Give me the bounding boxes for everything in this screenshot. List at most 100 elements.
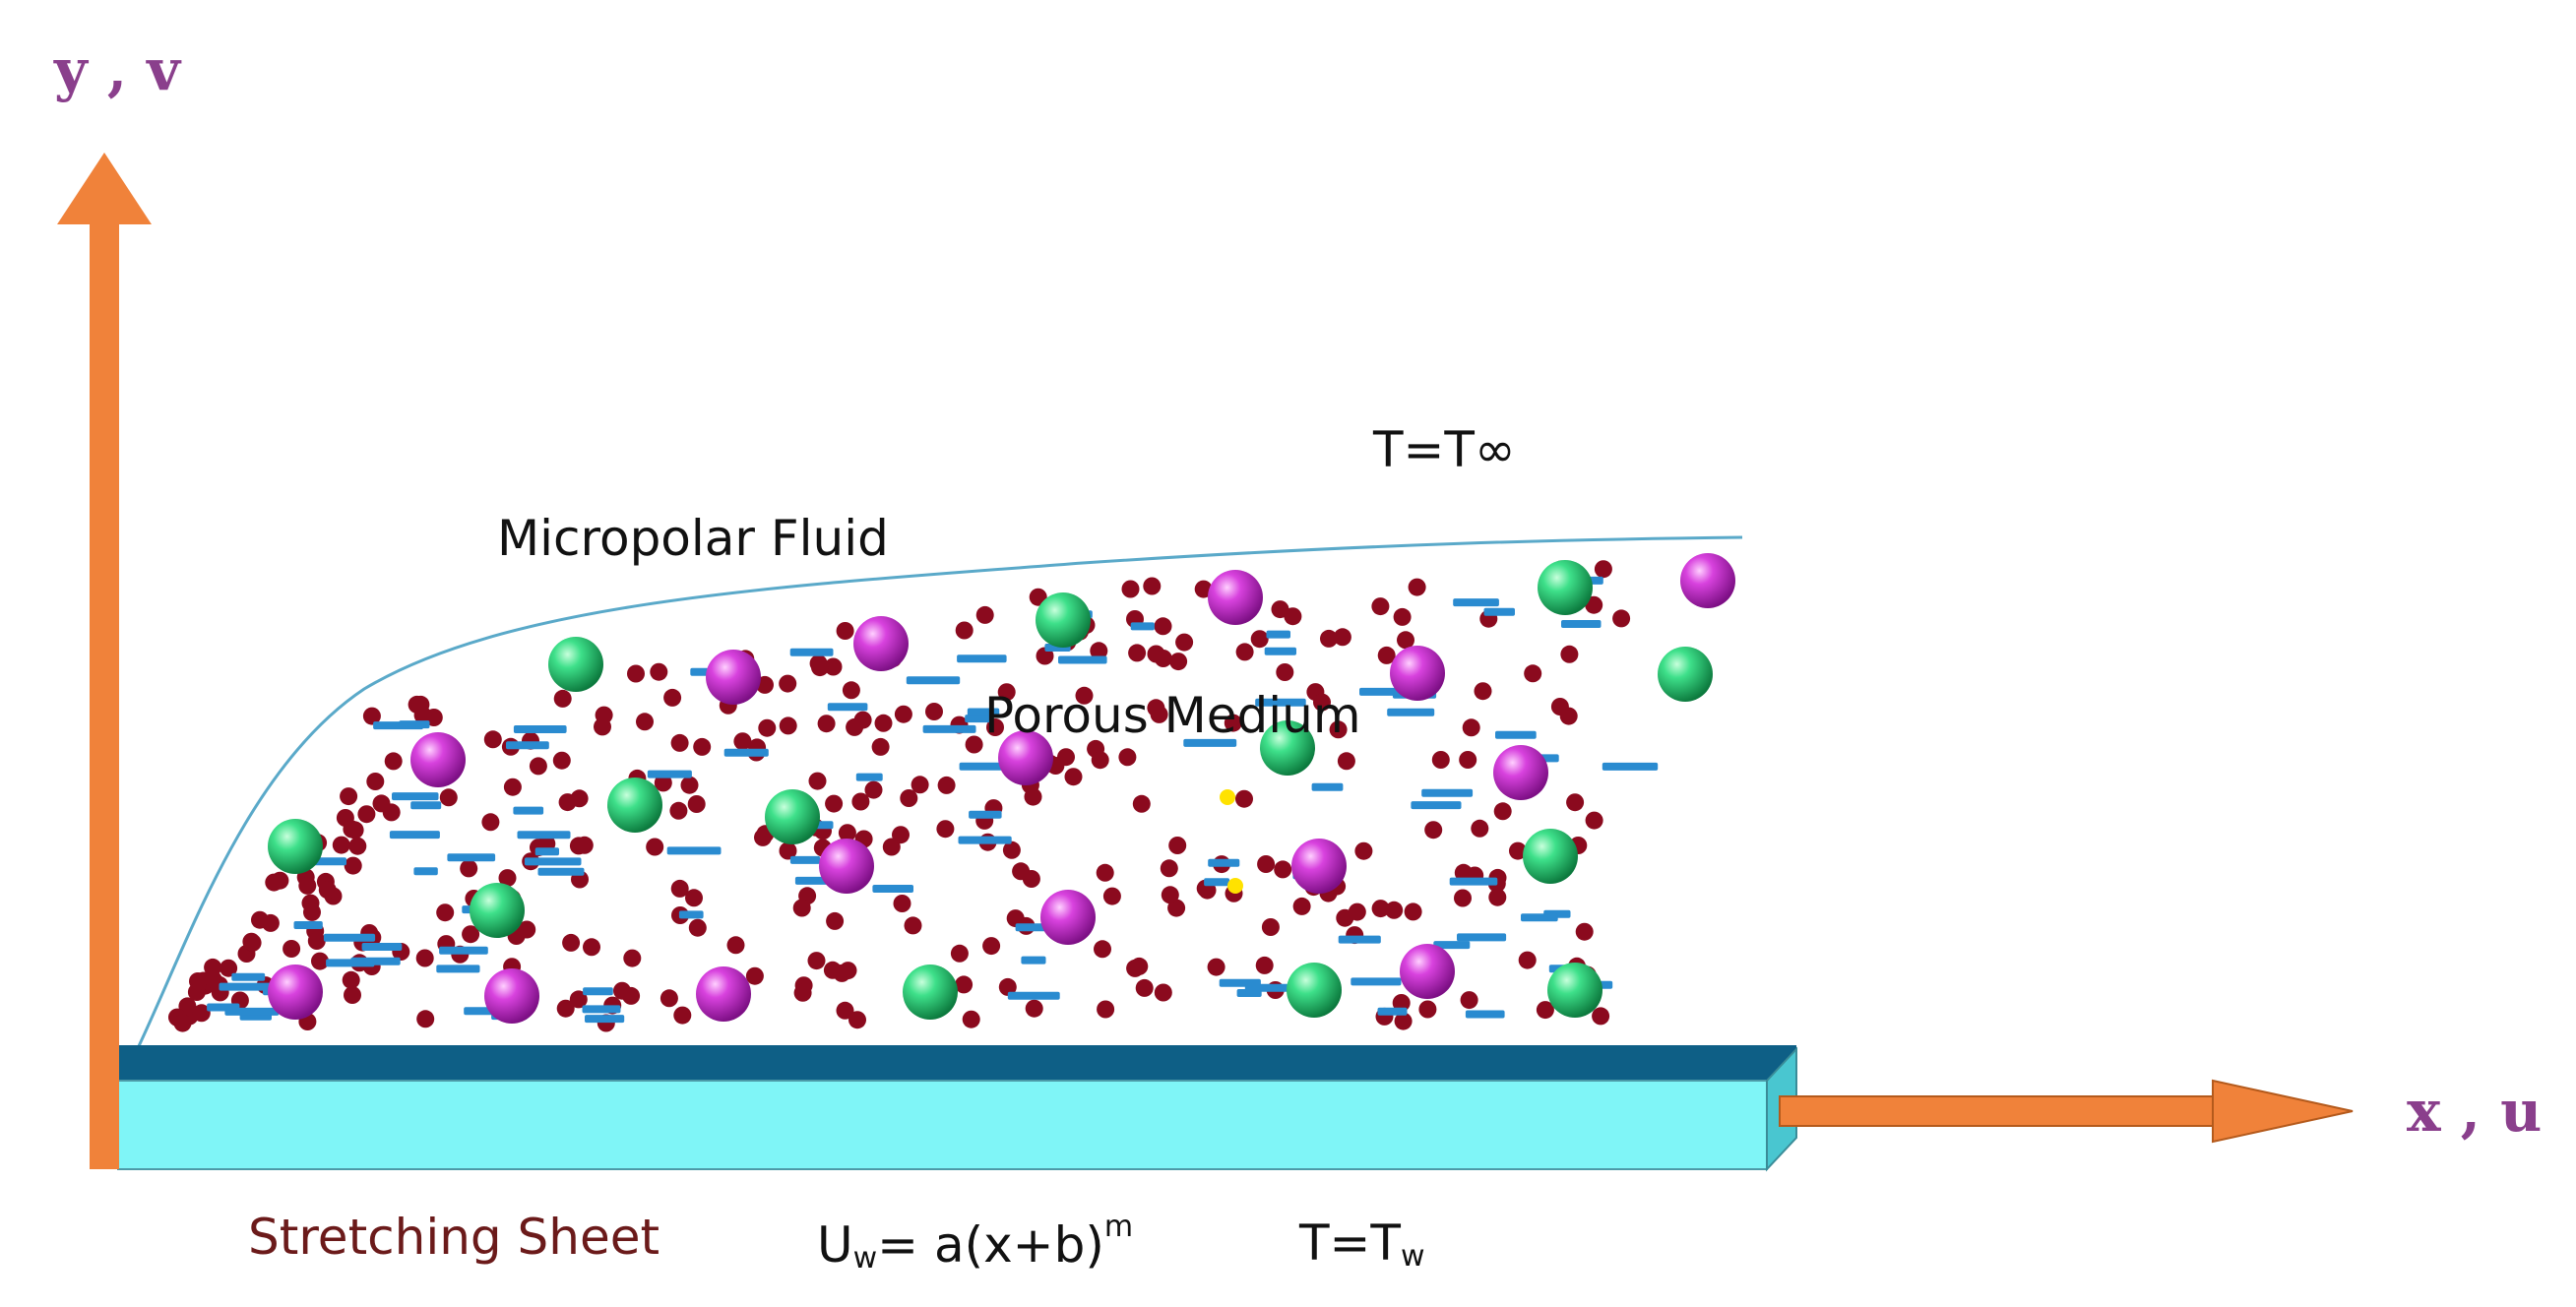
fluid-dot [1371, 597, 1390, 616]
fluid-dot [962, 1010, 980, 1028]
fluid-dot [436, 903, 455, 922]
fluid-dot [1057, 748, 1075, 767]
fluid-dash [1561, 620, 1602, 628]
fluid-dot [1377, 646, 1396, 664]
fluid-dot [779, 674, 797, 693]
fluid-dot [283, 940, 301, 958]
fluid-dash [1453, 598, 1499, 607]
fluid-dot [1090, 642, 1108, 660]
fluid-dot [1371, 900, 1390, 918]
fluid-dot [1284, 607, 1302, 626]
fluid-dot [839, 962, 857, 980]
fluid-dash [224, 1007, 280, 1016]
fluid-dot [911, 776, 929, 794]
fluid-dash [1255, 698, 1306, 707]
fluid-dot [1460, 991, 1478, 1010]
fluid-dot [1392, 994, 1411, 1012]
fluid-dash [506, 741, 549, 750]
fluid-dot [192, 1004, 211, 1023]
fluid-dot [1064, 768, 1083, 786]
fluid-dot [693, 737, 712, 756]
fluid-dot [874, 714, 893, 732]
fluid-dot [1459, 751, 1477, 769]
fluid-dot [416, 1010, 435, 1028]
fluid-dot [622, 986, 641, 1005]
fluid-dash [872, 885, 913, 893]
fluid-dot [1150, 705, 1168, 723]
fluid-dot [673, 1006, 692, 1025]
fluid-dot [650, 662, 668, 681]
particle-field [168, 553, 1735, 1032]
magenta-microparticle [1208, 570, 1263, 625]
fluid-dot [955, 621, 974, 640]
green-microparticle [1547, 963, 1602, 1018]
fluid-dot [518, 920, 536, 939]
fluid-dot [998, 977, 1017, 996]
fluid-dot [1075, 686, 1094, 705]
fluid-dot [823, 961, 842, 979]
fluid-dash [392, 792, 439, 801]
fluid-dot [1509, 841, 1527, 860]
magenta-microparticle [1680, 553, 1735, 608]
fluid-dot [1493, 802, 1512, 821]
fluid-dot [842, 681, 860, 700]
fluid-dash [583, 987, 613, 996]
wall-temp-subscript: w [1400, 1239, 1425, 1274]
fluid-dot [660, 989, 678, 1008]
fluid-dot [1488, 888, 1507, 906]
magenta-microparticle [853, 616, 909, 671]
green-microparticle [607, 778, 662, 833]
fluid-dot [1257, 855, 1276, 873]
fluid-dash [678, 910, 704, 919]
green-microparticle [268, 819, 323, 874]
fluid-dash [1264, 647, 1296, 655]
fluid-dot [687, 795, 706, 813]
fluid-dot [343, 820, 361, 839]
fluid-dash [389, 831, 440, 840]
micropolar-fluid-label: Micropolar Fluid [497, 510, 889, 567]
fluid-dot [817, 715, 836, 733]
fluid-dot [1235, 789, 1253, 808]
fluid-dot [1207, 958, 1225, 976]
fluid-dot [503, 778, 522, 796]
fluid-dot [1394, 1012, 1413, 1030]
fluid-dot [1292, 897, 1311, 915]
fluid-dot [1592, 1007, 1610, 1026]
heat-spark [1227, 878, 1243, 894]
fluid-dot [1566, 793, 1585, 812]
fluid-dot [570, 789, 589, 808]
fluid-dot [1454, 863, 1473, 882]
velocity-expression: = a(x+b) [877, 1216, 1104, 1274]
fluid-dot [1393, 607, 1412, 626]
fluid-dash [1411, 801, 1462, 810]
fluid-dot [1006, 909, 1025, 928]
fluid-dash [855, 773, 883, 781]
fluid-dot [975, 605, 994, 624]
fluid-dash [1208, 858, 1240, 867]
fluid-dash [1058, 655, 1107, 664]
fluid-dot [1431, 751, 1450, 769]
fluid-dot [871, 737, 890, 756]
fluid-dot [332, 836, 350, 854]
fluid-dot [265, 873, 283, 892]
magenta-microparticle [1040, 890, 1096, 945]
fluid-dash [1521, 913, 1558, 922]
fluid-dot [1337, 752, 1355, 771]
velocity-exponent: m [1103, 1210, 1134, 1244]
y-axis-label: y , v [54, 36, 180, 103]
fluid-dot [982, 937, 1001, 956]
fluid-dash [464, 1007, 496, 1016]
green-microparticle [1036, 592, 1091, 648]
fluid-dot [1250, 630, 1269, 649]
fluid-dash [585, 1015, 625, 1024]
fluid-dot [950, 944, 969, 963]
fluid-dot [1096, 863, 1114, 882]
fluid-dot [251, 910, 269, 929]
fluid-dot [1154, 617, 1172, 636]
fluid-dot [669, 801, 688, 820]
fluid-dot [1462, 718, 1480, 737]
fluid-dot [811, 658, 829, 677]
fluid-dot [1029, 588, 1047, 606]
fluid-dot [1160, 859, 1178, 878]
